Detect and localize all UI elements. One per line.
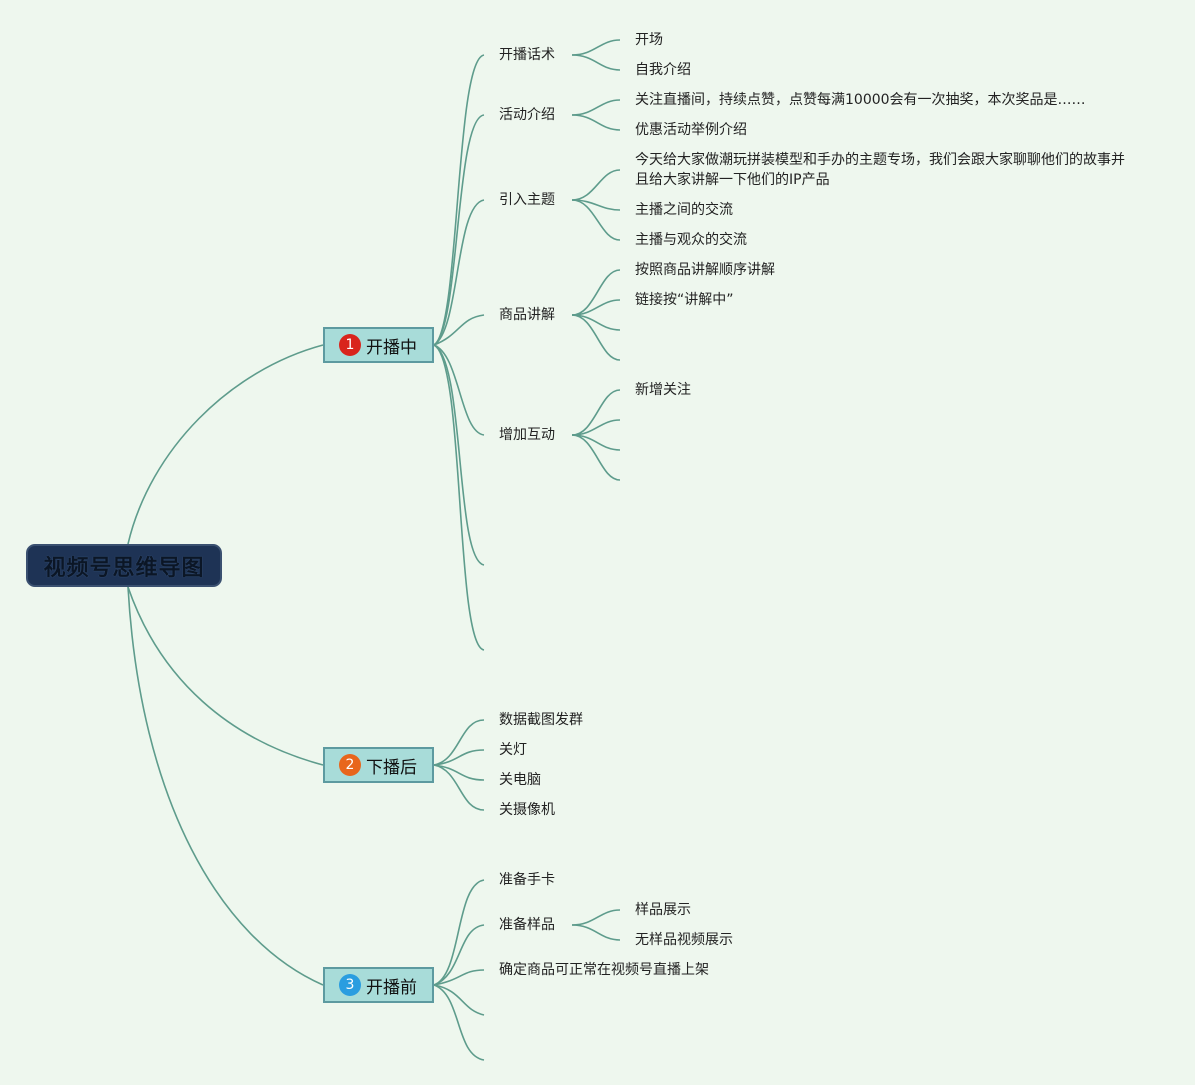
subtopic-node[interactable]: 主播与观众的交流 [635,232,747,248]
subtopic-node[interactable]: 新增关注 [635,382,691,398]
branch-node-before[interactable]: 3 开播前 [323,967,434,1003]
topic-node[interactable]: 商品讲解 [499,307,555,323]
topic-node[interactable]: 开播话术 [499,47,555,63]
branch-label: 开播中 [366,337,417,358]
branch-label: 下播后 [366,757,417,778]
topic-node[interactable]: 引入主题 [499,192,555,208]
subtopic-node[interactable]: 今天给大家做潮玩拼装模型和手办的主题专场，我们会跟大家聊聊他们的故事并且给大家讲… [635,152,1125,188]
subtopic-node[interactable]: 自我介绍 [635,62,691,78]
topic-node[interactable]: 数据截图发群 [499,712,583,728]
subtopic-node[interactable]: 无样品视频展示 [635,932,733,948]
branch-label: 开播前 [366,977,417,998]
topic-node[interactable]: 活动介绍 [499,107,555,123]
subtopic-node[interactable]: 开场 [635,32,663,48]
topic-node[interactable]: 关摄像机 [499,802,555,818]
branch-node-live[interactable]: 1 开播中 [323,327,434,363]
subtopic-node[interactable]: 样品展示 [635,902,691,918]
root-node[interactable]: 视频号思维导图 [26,544,222,587]
subtopic-node[interactable]: 主播之间的交流 [635,202,733,218]
branch-node-after[interactable]: 2 下播后 [323,747,434,783]
subtopic-node[interactable]: 按照商品讲解顺序讲解 [635,262,775,278]
topic-node[interactable]: 增加互动 [499,427,555,443]
priority-3-icon: 3 [339,974,361,996]
topic-node[interactable]: 准备手卡 [499,872,555,888]
subtopic-node[interactable]: 优惠活动举例介绍 [635,122,747,138]
topic-node[interactable]: 关电脑 [499,772,541,788]
priority-2-icon: 2 [339,754,361,776]
topic-node[interactable]: 确定商品可正常在视频号直播上架 [499,962,709,978]
topic-node[interactable]: 关灯 [499,742,527,758]
topic-node[interactable]: 准备样品 [499,917,555,933]
subtopic-node[interactable]: 关注直播间，持续点赞，点赞每满10000会有一次抽奖，本次奖品是…… [635,92,1086,108]
priority-1-icon: 1 [339,334,361,356]
subtopic-node[interactable]: 链接按“讲解中” [635,292,734,308]
root-title: 视频号思维导图 [43,555,205,581]
